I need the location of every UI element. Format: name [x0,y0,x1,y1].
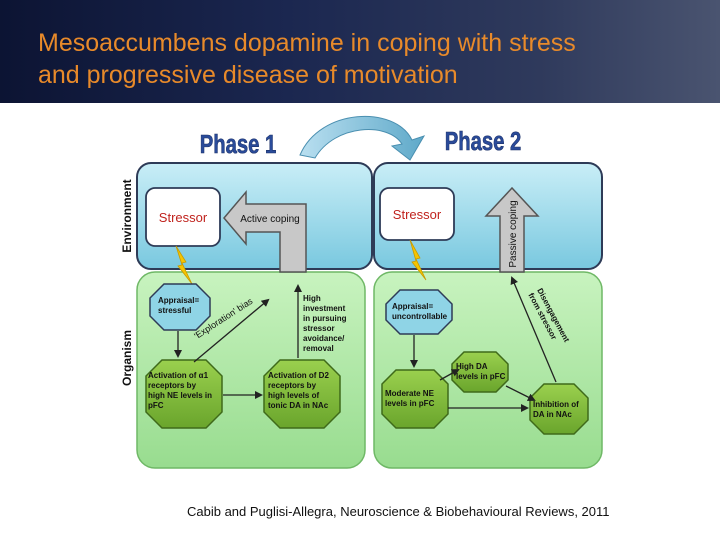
phase1-appraisal-text: Appraisal= stressful [158,296,201,315]
phase1-d2-line-1: Activation of D2 [268,371,329,380]
phase1-appraisal-line-1: Appraisal= [158,296,199,305]
slide-title: Mesoaccumbens dopamine in coping with st… [38,27,708,91]
environment-label: Environment [120,179,134,252]
phase1-alpha1-line-3: high NE levels in [148,391,212,400]
high-investment-line-4: stressor [303,324,335,333]
high-investment-text: High investment in pursuing stressor avo… [303,294,349,353]
phase1-d2-node [263,359,341,429]
title-banner [0,0,720,103]
phase1-d2-text: Activation of D2 receptors by high level… [268,371,331,410]
phase2-appraisal-line-2: uncontrollable [392,312,448,321]
phase1-appraisal-node [149,283,211,331]
phase1-d2-line-4: tonic DA in NAc [268,401,329,410]
phase1-alpha1-node [145,359,223,429]
phase1-alpha1-line-1: Activation of α1 [148,371,209,380]
phase2-inhibition-node [529,383,589,435]
organism-label: Organism [120,330,134,386]
phase2-appraisal-node [385,289,453,335]
phase1-stressor-text: Stressor [159,210,208,225]
phase2-inhibition-line-2: DA in NAc [533,410,572,419]
citation: Cabib and Puglisi-Allegra, Neuroscience … [187,504,610,519]
phase-transition-arrow [299,115,426,161]
p2-arrow-disengagement [510,276,557,383]
title-line-2: and progressive disease of motivation [38,61,458,89]
passive-coping-text: Passive coping [508,200,519,267]
phase2-lightning-icon [409,239,427,281]
phase2-inhibition-line-1: Inhibition of [533,400,579,409]
phase2-appraisal-line-1: Appraisal= [392,302,433,311]
phase2-moderate-ne-text: Moderate NE levels in pFC [385,389,436,408]
phase1-label: Phase 1 [200,130,277,159]
phase2-stressor-text: Stressor [393,207,442,222]
high-investment-line-6: removal [303,344,334,353]
high-investment-line-3: in pursuing [303,314,347,323]
phase2-appraisal-text: Appraisal= uncontrollable [392,302,448,321]
phase1-d2-line-2: receptors by [268,381,317,390]
active-coping-arrow [223,189,307,273]
phase1-alpha1-line-4: pFC [148,401,164,410]
p2-arrow-ne-to-da [439,369,460,381]
phase1-stressor-box [145,187,221,247]
high-investment-line-1: High [303,294,321,303]
title-line-1: Mesoaccumbens dopamine in coping with st… [38,29,576,57]
high-investment-line-5: avoidance/ [303,334,345,343]
p1-arrow-exploration [193,298,270,363]
phase1-d2-line-3: high levels of [268,391,319,400]
phase2-high-da-text: High DA levels in pFC [456,362,506,381]
phase2-high-da-line-2: levels in pFC [456,372,506,381]
phase1-appraisal-line-2: stressful [158,306,191,315]
phase2-high-da-line-1: High DA [456,362,488,371]
phase1-alpha1-text: Activation of α1 receptors by high NE le… [148,371,214,410]
active-coping-text: Active coping [240,214,299,225]
phase2-moderate-ne-line-2: levels in pFC [385,399,435,408]
high-investment-line-2: investment [303,304,346,313]
phase2-inhibition-text: Inhibition of DA in NAc [533,400,581,419]
p2-arrow-da-to-inhibition [505,385,536,401]
passive-coping-arrow [484,186,540,273]
phase2-moderate-ne-line-1: Moderate NE [385,389,435,398]
phase2-moderate-ne-node [381,369,449,429]
phase2-label: Phase 2 [445,127,522,156]
phase2-stressor-box [379,187,455,241]
phase1-alpha1-line-2: receptors by [148,381,197,390]
